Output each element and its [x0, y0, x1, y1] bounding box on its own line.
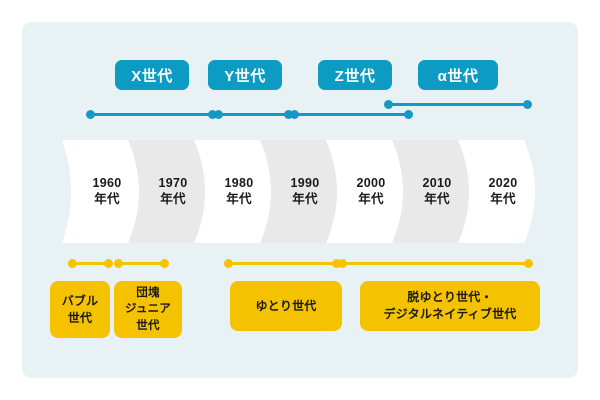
- cohort-span-endpoint-dot: [104, 259, 113, 268]
- decade-year: 2020: [488, 175, 518, 190]
- decade-suffix: 年代: [226, 191, 252, 206]
- cohort-span-line: [228, 262, 336, 265]
- generation-badge: Y世代: [208, 60, 282, 90]
- decade-year: 1960: [92, 175, 122, 190]
- cohort-span-line: [72, 262, 108, 265]
- generation-span-line: [294, 113, 408, 116]
- generation-badge: α世代: [418, 60, 498, 90]
- cohort-label-line: ゆとり世代: [255, 298, 317, 313]
- generation-span-endpoint-dot: [523, 100, 532, 109]
- cohort-label-box: 脱ゆとり世代・デジタルネイティブ世代: [360, 281, 540, 331]
- generation-span-endpoint-dot: [86, 110, 95, 119]
- generation-span-line: [218, 113, 288, 116]
- decade-year: 2010: [422, 175, 452, 190]
- cohort-label-line: 世代: [136, 319, 160, 332]
- chevron-shape: [128, 140, 205, 243]
- chevron-shape: [458, 140, 535, 243]
- cohort-span-line: [118, 262, 164, 265]
- cohort-span-endpoint-dot: [160, 259, 169, 268]
- cohort-label-line: デジタルネイティブ世代: [383, 307, 517, 321]
- cohort-label-line: 団塊: [136, 287, 160, 300]
- cohort-span-endpoint-dot: [332, 259, 341, 268]
- generation-span-endpoint-dot: [214, 110, 223, 119]
- generation-badge: X世代: [115, 60, 189, 90]
- decade-suffix: 年代: [94, 191, 120, 206]
- chevron-shape: [392, 140, 469, 243]
- cohort-label-box: バブル世代: [50, 281, 110, 338]
- chevron-shape: [194, 140, 271, 243]
- cohort-label-box: ゆとり世代: [230, 281, 342, 331]
- cohort-label-box: 団塊ジュニア世代: [114, 281, 182, 338]
- decade-year: 1980: [224, 175, 254, 190]
- generation-span-endpoint-dot: [208, 110, 217, 119]
- cohort-span-endpoint-dot: [224, 259, 233, 268]
- decade-suffix: 年代: [424, 191, 450, 206]
- generation-span-endpoint-dot: [384, 100, 393, 109]
- chevron-shape: [260, 140, 337, 243]
- cohort-label-line: 脱ゆとり世代・: [407, 290, 493, 305]
- cohort-span-endpoint-dot: [524, 259, 533, 268]
- decade-year: 1990: [290, 175, 320, 190]
- decade-suffix: 年代: [292, 191, 318, 206]
- decade-year: 2000: [356, 175, 386, 190]
- cohort-span-endpoint-dot: [68, 259, 77, 268]
- chevron-shape: [62, 140, 139, 243]
- generation-span-endpoint-dot: [404, 110, 413, 119]
- decade-suffix: 年代: [490, 191, 516, 206]
- generation-span-line: [388, 103, 527, 106]
- cohort-label-line: ジュニア: [125, 303, 171, 316]
- generation-span-line: [90, 113, 212, 116]
- cohort-span-line: [342, 262, 528, 265]
- decade-suffix: 年代: [160, 191, 186, 206]
- cohort-label-line: 世代: [67, 310, 93, 325]
- cohort-span-endpoint-dot: [338, 259, 347, 268]
- generation-span-endpoint-dot: [284, 110, 293, 119]
- cohort-label-line: バブル: [61, 293, 99, 308]
- generation-span-endpoint-dot: [290, 110, 299, 119]
- cohort-span-endpoint-dot: [114, 259, 123, 268]
- generation-badge: Z世代: [318, 60, 392, 90]
- chevron-shape: [326, 140, 403, 243]
- decade-suffix: 年代: [358, 191, 384, 206]
- decade-year: 1970: [158, 175, 188, 190]
